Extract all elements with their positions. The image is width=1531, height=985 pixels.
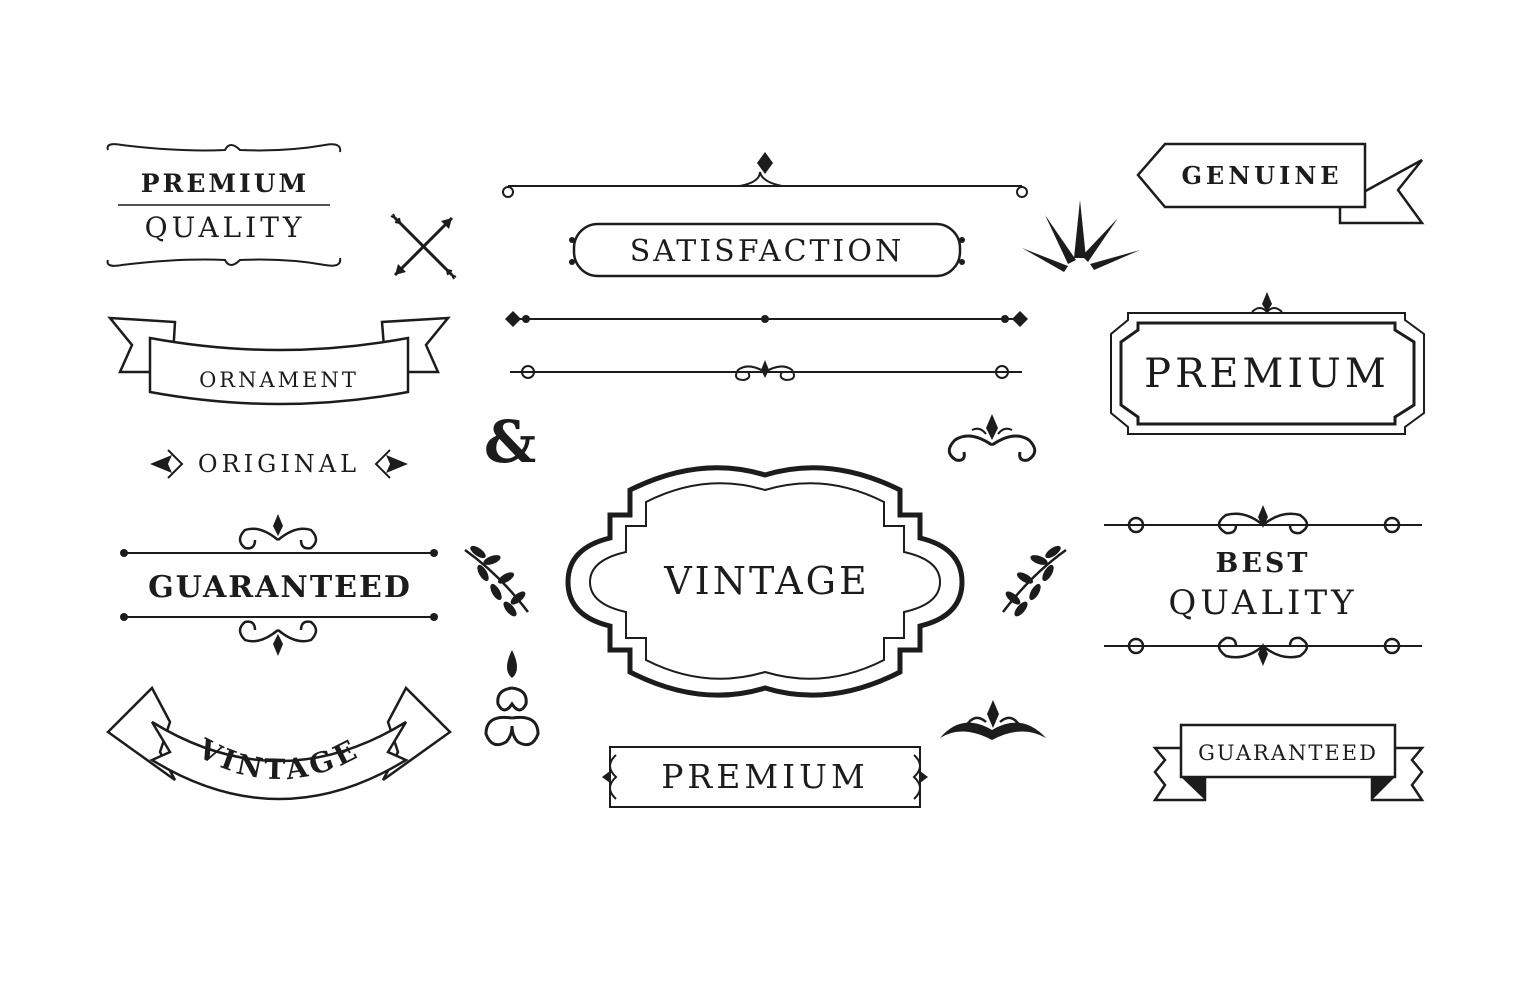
genuine-ribbon: GENUINE: [1136, 142, 1425, 225]
laurel-branch-icon: [464, 545, 529, 617]
vintage-frame-text: VINTAGE: [663, 559, 870, 603]
premium-frame-text: PREMIUM: [1144, 351, 1390, 397]
ampersand-glyph: &: [484, 408, 536, 476]
ornament-text: ORNAMENT: [199, 368, 359, 392]
satisfaction-badge: SATISFACTION: [569, 222, 965, 278]
top-divider-ornament: [502, 152, 1028, 198]
crossed-arrows-icon: [390, 213, 457, 280]
premium-quality-badge: PREMIUM QUALITY: [106, 143, 342, 267]
guaranteed-ribbon-text: GUARANTEED: [1198, 741, 1378, 765]
drop-ornament-icon: [484, 650, 540, 747]
genuine-text: GENUINE: [1181, 161, 1342, 190]
guaranteed-divider: GUARANTEED: [120, 514, 438, 656]
vintage-frame: VINTAGE: [565, 465, 965, 698]
premium-banner: PREMIUM: [602, 746, 928, 808]
scroll-divider-ornament: [510, 360, 1022, 382]
best-quality-line2: QUALITY: [1168, 583, 1357, 623]
premium-banner-text: PREMIUM: [661, 757, 869, 796]
satisfaction-text: SATISFACTION: [630, 234, 905, 269]
original-text: ORIGINAL: [198, 450, 360, 478]
best-quality-line1: BEST: [1216, 548, 1311, 579]
dot-divider-ornament: [505, 311, 1028, 327]
original-badge: ORIGINAL: [150, 449, 408, 479]
guaranteed-ribbon: GUARANTEED: [1152, 723, 1425, 802]
premium-quality-line1: PREMIUM: [141, 169, 309, 198]
ornament-ribbon: ORNAMENT: [107, 316, 451, 406]
vintage-ribbon: VINTAGE: [106, 685, 452, 801]
sunburst-icon: [1022, 200, 1140, 272]
crown-ornament-icon: [940, 700, 1046, 740]
flourish-icon: [947, 414, 1037, 462]
premium-frame: PREMIUM: [1110, 292, 1425, 435]
premium-quality-line2: QUALITY: [145, 211, 306, 244]
laurel-branch-icon: [1002, 545, 1067, 617]
best-quality-badge: BEST QUALITY: [1104, 505, 1422, 666]
guaranteed-divider-text: GUARANTEED: [148, 570, 412, 605]
